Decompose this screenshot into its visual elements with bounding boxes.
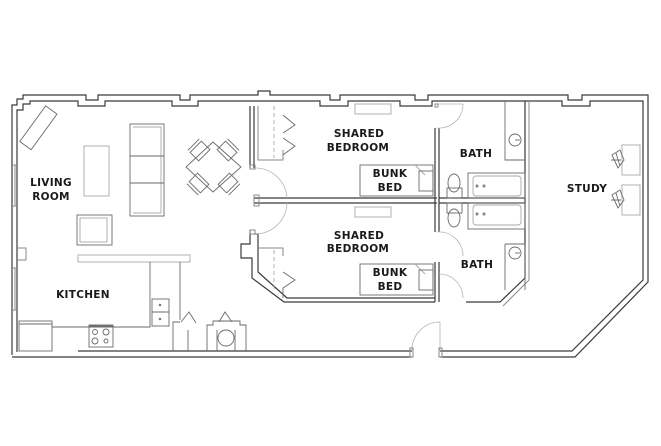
kitchen-label: KITCHEN bbox=[56, 289, 110, 301]
study-furniture bbox=[611, 144, 641, 216]
refrigerator-icon bbox=[18, 320, 53, 352]
window-ledge-1 bbox=[354, 103, 392, 115]
coffee-table-icon bbox=[83, 145, 110, 197]
armchair-icon bbox=[76, 214, 113, 246]
living-room-furniture bbox=[19, 105, 242, 246]
bathtub-icon bbox=[467, 202, 526, 230]
sink-icon bbox=[504, 243, 526, 290]
desk-chair-icon bbox=[611, 189, 625, 209]
bunk-bed-2-label-2: BED bbox=[378, 281, 403, 293]
bunk-bed-2-icon bbox=[359, 263, 434, 296]
outer-walls bbox=[11, 90, 649, 358]
shared-bedroom-1-label: SHARED bbox=[334, 128, 384, 140]
sofa-icon bbox=[129, 123, 165, 217]
living-room-label: LIVING bbox=[30, 177, 72, 189]
desk-icon bbox=[621, 144, 641, 176]
toilet-icon bbox=[446, 202, 463, 228]
toilet-icon bbox=[446, 173, 463, 199]
shared-bedroom-1-label-2: BEDROOM bbox=[327, 142, 389, 154]
kitchen-fixtures bbox=[18, 254, 247, 352]
desk-icon bbox=[621, 184, 641, 216]
sink-icon bbox=[504, 101, 525, 161]
living-room-label-2: ROOM bbox=[32, 191, 70, 203]
bath-2-label: BATH bbox=[461, 259, 493, 271]
shared-bedroom-2-label: SHARED bbox=[334, 230, 384, 242]
bunk-bed-1-icon bbox=[359, 164, 434, 197]
shared-bedroom-2-label-2: BEDROOM bbox=[327, 243, 389, 255]
bunk-bed-1-label-2: BED bbox=[378, 182, 403, 194]
bath-fixtures bbox=[446, 101, 526, 290]
dining-table-icon bbox=[185, 138, 242, 196]
entry-door[interactable] bbox=[409, 321, 443, 358]
console-table-icon bbox=[19, 105, 58, 151]
study-label: STUDY bbox=[567, 183, 607, 195]
closet-icon bbox=[172, 311, 247, 351]
counter-bar bbox=[77, 254, 191, 263]
bathtub-icon bbox=[467, 172, 526, 199]
sink-icon bbox=[151, 298, 170, 327]
stove-icon bbox=[88, 324, 114, 348]
desk-chair-icon bbox=[611, 149, 625, 169]
bath-1-label: BATH bbox=[460, 148, 492, 160]
window-ledge-2 bbox=[354, 206, 392, 218]
bunk-bed-2-label: BUNK bbox=[373, 267, 408, 279]
bunk-bed-1-label: BUNK bbox=[373, 168, 408, 180]
